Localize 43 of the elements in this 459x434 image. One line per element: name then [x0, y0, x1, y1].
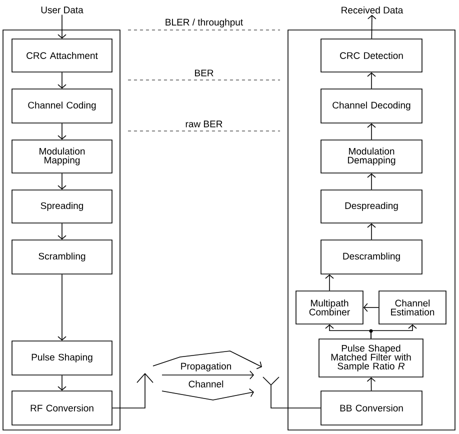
process-box: Channel Coding — [12, 88, 112, 124]
process-box: Pulse Shaping — [12, 340, 112, 376]
process-box: RF Conversion — [12, 390, 112, 426]
arrow — [368, 14, 376, 39]
arrow — [325, 274, 334, 291]
process-box: Modulation Demapping — [320, 140, 422, 174]
arrow — [363, 303, 379, 312]
arrow — [58, 375, 66, 391]
arrow — [58, 223, 66, 240]
caption-text: Received Data — [342, 6, 404, 14]
arrow — [58, 123, 66, 140]
measure-label: BER — [195, 70, 214, 76]
arrow — [58, 72, 66, 89]
arrow — [112, 372, 154, 408]
measure-label: raw BER — [186, 120, 222, 128]
arrow — [262, 376, 321, 408]
process-box: Spreading — [12, 190, 112, 224]
process-box: Pulse Shaped Matched Filter with Sample Ratio R — [318, 338, 424, 378]
arrow — [367, 173, 376, 190]
arrow — [58, 173, 66, 190]
process-box: Despreading — [320, 190, 422, 224]
process-box: Descrambling — [320, 240, 422, 274]
measure-label: BLER / throughput — [166, 18, 243, 28]
arrow — [366, 377, 376, 391]
process-box: CRC Detection — [320, 38, 422, 72]
process-box: CRC Attachment — [12, 38, 112, 72]
arrow — [58, 14, 66, 39]
block-frame — [288, 30, 456, 430]
arrow — [58, 274, 66, 341]
arrow — [367, 72, 376, 89]
measure-label: Propagation — [181, 362, 231, 372]
arrow — [370, 324, 417, 339]
process-box: Channel Estimation — [378, 290, 446, 324]
process-box: Modulation Mapping — [12, 140, 112, 174]
process-box: Channel Decoding — [320, 88, 422, 124]
measure-label: Channel — [188, 380, 224, 388]
process-box: Scrambling — [12, 240, 112, 274]
arrow — [367, 223, 376, 240]
block-frame — [2, 30, 120, 430]
caption-text: User Data — [41, 6, 84, 14]
process-box: Multipath Combiner — [296, 290, 364, 324]
arrow — [367, 123, 376, 140]
process-box: BB Conversion — [320, 390, 422, 426]
